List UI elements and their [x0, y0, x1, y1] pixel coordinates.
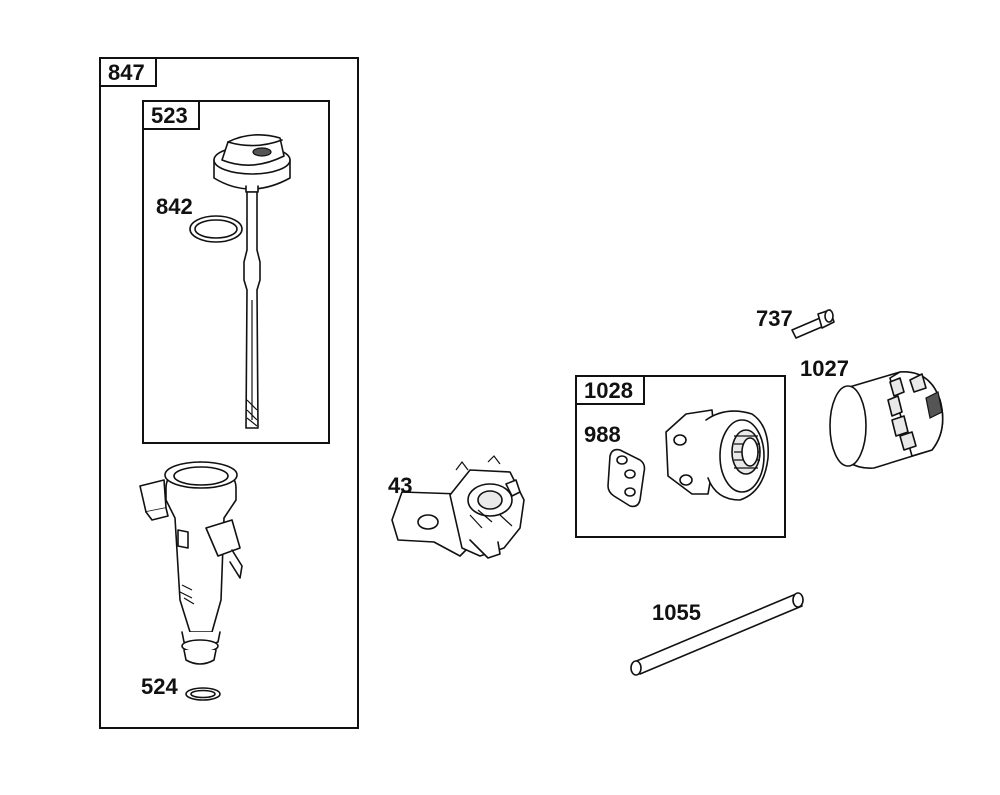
- governor-bracket-43: [391, 455, 525, 559]
- kit-1028-tag: [575, 375, 645, 405]
- part-988-label: 988: [584, 422, 621, 447]
- dipstick-tube: [139, 461, 243, 665]
- dipstick-cap: [213, 134, 291, 193]
- kit-1028-frame: [575, 375, 786, 538]
- o-ring-842: [189, 215, 243, 243]
- kit-847-tag: [99, 57, 157, 87]
- o-ring-524: [185, 687, 221, 701]
- dipstick-blade: [243, 191, 261, 429]
- part-524-label: 524: [141, 674, 178, 699]
- part-1027-label: 1027: [800, 356, 849, 381]
- bolt-737: [791, 309, 835, 339]
- part-842-label: 842: [156, 194, 193, 219]
- oil-filter-1027: [829, 371, 944, 469]
- kit-1028-group: 1028: [575, 375, 786, 538]
- kit-523-tag: [142, 100, 200, 130]
- gasket-988: [607, 448, 646, 508]
- filter-adapter: [665, 409, 769, 501]
- kit-523-group: 523: [142, 100, 330, 444]
- part-737-label: 737: [756, 306, 793, 331]
- part-43-label: 43: [388, 473, 412, 498]
- kit-847-label: 847: [108, 60, 145, 85]
- kit-523-frame: [142, 100, 330, 444]
- kit-847-frame: [99, 57, 359, 729]
- kit-1028-label: 1028: [584, 378, 633, 403]
- kit-523-label: 523: [151, 103, 188, 128]
- kit-847-group: 847: [99, 57, 359, 729]
- tube-1055: [630, 592, 804, 676]
- part-1055-label: 1055: [652, 600, 701, 625]
